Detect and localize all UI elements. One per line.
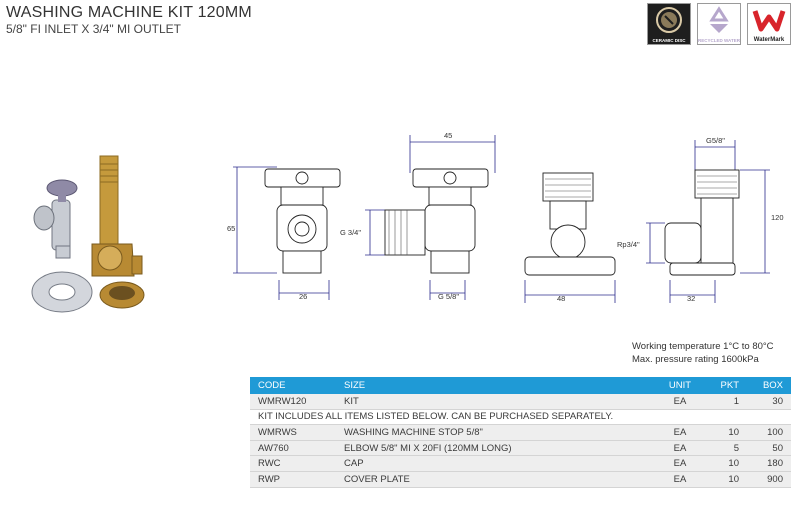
cell-size: KIT xyxy=(336,394,655,410)
table-row: RWC CAP EA 10 180 xyxy=(250,455,791,472)
cell-code: RWP xyxy=(250,471,336,488)
cell-unit: EA xyxy=(655,455,705,472)
header-pkt: PKT xyxy=(705,377,747,394)
recycle-icon xyxy=(709,6,729,33)
cell-box: 180 xyxy=(747,455,791,472)
cell-box: 900 xyxy=(747,471,791,488)
kit-note: KIT INCLUDES ALL ITEMS LISTED BELOW. CAN… xyxy=(250,409,791,426)
dimension-rp34: Rp3/4" xyxy=(617,240,640,249)
table-row: RWP COVER PLATE EA 10 900 xyxy=(250,471,791,488)
product-subtitle: 5/8" FI INLET X 3/4" MI OUTLET xyxy=(6,22,182,36)
recycled-water-label: RECYCLED WATER xyxy=(698,38,740,43)
recycled-water-badge: RECYCLED WATER xyxy=(697,3,741,45)
cell-code: AW760 xyxy=(250,440,336,457)
dimension-48: 48 xyxy=(557,294,565,303)
cell-code: RWC xyxy=(250,455,336,472)
cell-box: 100 xyxy=(747,424,791,441)
ceramic-disc-icon xyxy=(656,7,682,33)
cell-size: COVER PLATE xyxy=(336,471,655,488)
header-unit: UNIT xyxy=(655,377,705,394)
header-code: CODE xyxy=(250,377,336,394)
certification-badges: CERAMIC DISC RECYCLED WATER WaterMark xyxy=(647,3,791,45)
dimension-32: 32 xyxy=(687,294,695,303)
cell-unit: EA xyxy=(655,394,705,410)
cell-box: 30 xyxy=(747,394,791,410)
table-row: WMRWS WASHING MACHINE STOP 5/8" EA 10 10… xyxy=(250,424,791,441)
cell-size: WASHING MACHINE STOP 5/8" xyxy=(336,424,655,441)
ceramic-disc-label: CERAMIC DISC xyxy=(652,38,686,43)
table-header-row: CODE SIZE UNIT PKT BOX xyxy=(250,377,791,394)
cell-pkt: 5 xyxy=(705,440,747,457)
cell-unit: EA xyxy=(655,440,705,457)
cell-pkt: 10 xyxy=(705,424,747,441)
dimension-45: 45 xyxy=(444,131,452,140)
dimension-g34: G 3/4" xyxy=(340,228,361,237)
cell-code: WMRWS xyxy=(250,424,336,441)
cell-code: WMRW120 xyxy=(250,394,336,410)
product-table: CODE SIZE UNIT PKT BOX WMRW120 KIT EA 1 … xyxy=(250,377,791,488)
cell-unit: EA xyxy=(655,471,705,488)
watermark-badge: WaterMark xyxy=(747,3,791,45)
cell-pkt: 10 xyxy=(705,455,747,472)
cell-pkt: 10 xyxy=(705,471,747,488)
dimension-120: 120 xyxy=(771,213,784,222)
watermark-label: WaterMark xyxy=(753,37,785,43)
dimension-g58: G 5/8" xyxy=(438,292,459,301)
ceramic-disc-badge: CERAMIC DISC xyxy=(647,3,691,45)
technical-drawings: 65 26 45 G 3/4" G 5/8" 48 G5/8" Rp3/4" 1… xyxy=(227,131,784,303)
cell-box: 50 xyxy=(747,440,791,457)
dimension-26: 26 xyxy=(299,292,307,301)
watermark-icon xyxy=(752,10,786,32)
cell-size: ELBOW 5/8" MI X 20FI (120MM LONG) xyxy=(336,440,655,457)
cell-unit: EA xyxy=(655,424,705,441)
cell-size: CAP xyxy=(336,455,655,472)
product-photo xyxy=(31,155,145,313)
header-box: BOX xyxy=(747,377,791,394)
table-row: WMRW120 KIT EA 1 30 xyxy=(250,394,791,410)
table-row: AW760 ELBOW 5/8" MI X 20FI (120MM LONG) … xyxy=(250,440,791,457)
header-size: SIZE xyxy=(336,377,655,394)
spec-temperature: Working temperature 1°C to 80°C xyxy=(632,341,774,352)
table-note-row: KIT INCLUDES ALL ITEMS LISTED BELOW. CAN… xyxy=(250,409,791,426)
product-title: WASHING MACHINE KIT 120MM xyxy=(6,4,252,21)
cell-pkt: 1 xyxy=(705,394,747,410)
dimension-65: 65 xyxy=(227,224,235,233)
spec-pressure: Max. pressure rating 1600kPa xyxy=(632,354,759,365)
dimension-g58-top: G5/8" xyxy=(706,136,725,145)
